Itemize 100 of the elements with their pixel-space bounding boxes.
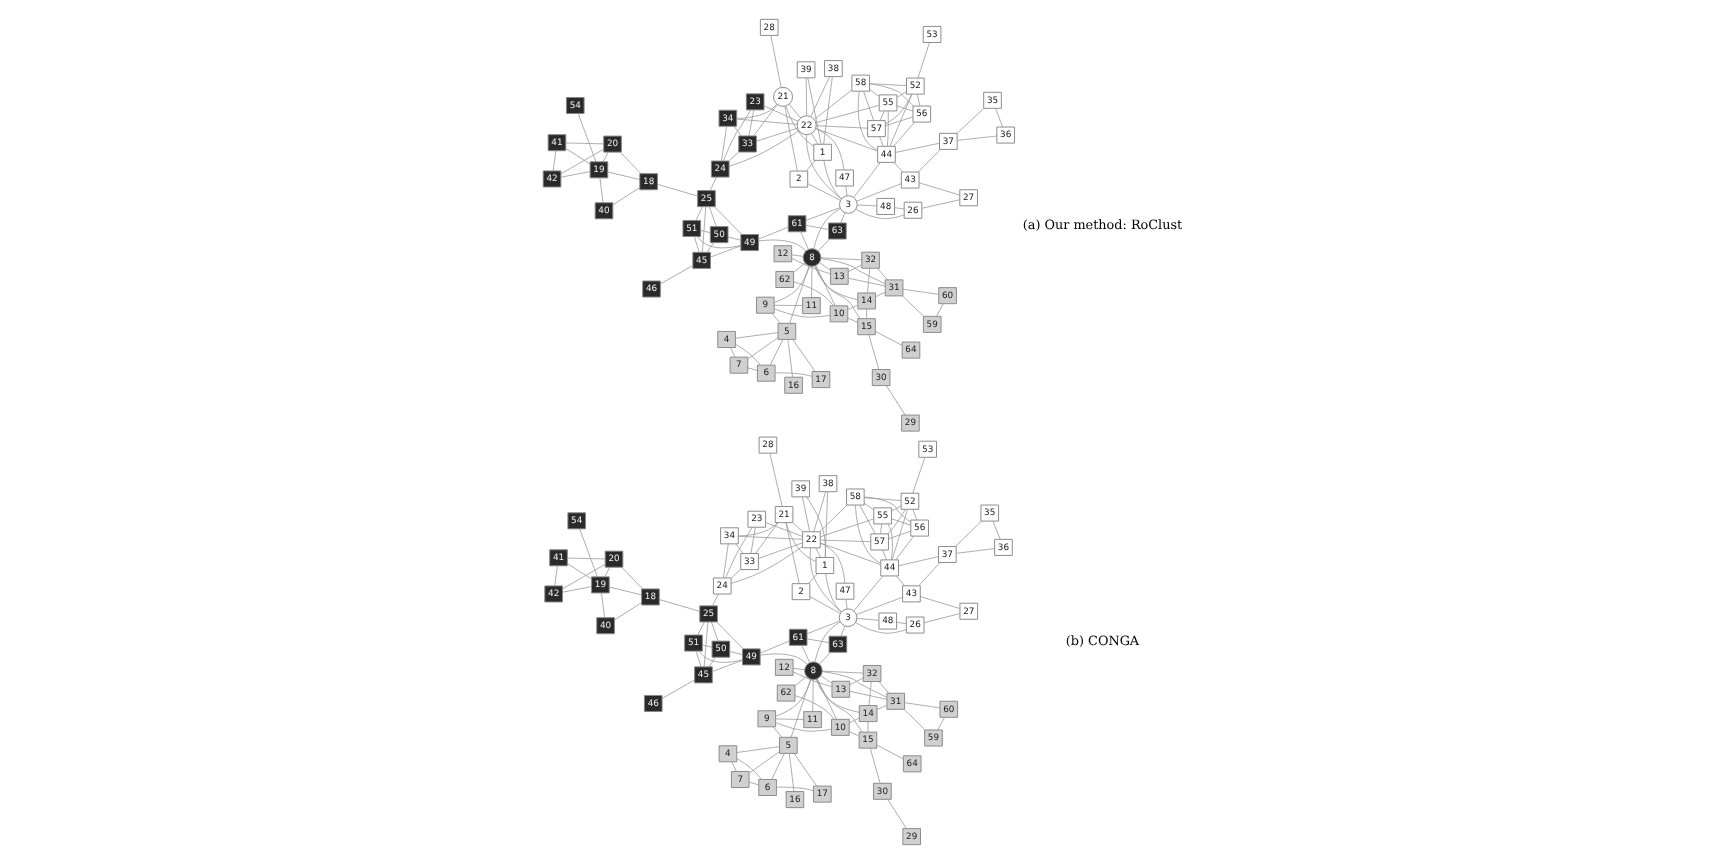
connector [807, 183, 841, 201]
connector [847, 264, 862, 273]
connector [701, 206, 707, 253]
connector [723, 543, 729, 579]
connector [904, 702, 941, 709]
connector [923, 613, 961, 624]
connector [560, 171, 591, 178]
connector [898, 556, 939, 567]
connector [887, 523, 893, 561]
connector [735, 343, 761, 366]
connector [882, 549, 887, 561]
connector [902, 288, 939, 295]
connector [876, 744, 904, 760]
connector [869, 89, 880, 97]
connector [721, 126, 728, 162]
connector [819, 504, 848, 532]
connector [660, 265, 694, 285]
connector [902, 295, 925, 317]
connector [849, 717, 860, 724]
connector [863, 502, 874, 511]
connector [562, 563, 606, 590]
connector [698, 650, 743, 663]
connector [891, 505, 902, 512]
connector [823, 76, 833, 145]
connector [896, 575, 906, 587]
connector [869, 747, 881, 784]
connector [894, 207, 905, 210]
connector [765, 522, 803, 537]
connector [811, 265, 813, 298]
connector [773, 726, 783, 738]
connector [814, 621, 841, 663]
connector [562, 586, 592, 593]
connector [791, 258, 831, 275]
connector [853, 575, 884, 612]
connector [775, 718, 804, 720]
connector [853, 162, 881, 198]
connector [769, 452, 783, 507]
connector [917, 42, 930, 79]
connector [565, 148, 591, 165]
connector [866, 308, 867, 319]
connector [552, 150, 557, 172]
connector [891, 509, 908, 561]
connector [771, 313, 781, 324]
connector [849, 677, 864, 686]
connector [805, 224, 829, 230]
connector [863, 90, 875, 121]
connector [805, 134, 842, 200]
connector [759, 640, 790, 654]
connector [567, 563, 592, 580]
connector [727, 236, 742, 241]
connector [736, 103, 778, 119]
connector [794, 676, 807, 687]
connector [878, 681, 890, 694]
connector [753, 103, 778, 137]
connector [747, 337, 779, 360]
connector [823, 160, 842, 199]
connector [789, 265, 810, 324]
connector [784, 105, 798, 172]
connector [729, 651, 743, 656]
connector [736, 118, 798, 125]
connector [657, 184, 698, 197]
connector [912, 456, 926, 494]
connector [775, 722, 832, 732]
connector [577, 113, 597, 163]
connector [921, 199, 960, 209]
connector [811, 133, 819, 145]
connector [723, 109, 751, 162]
connector [730, 546, 803, 584]
connector [815, 125, 869, 129]
connector [956, 108, 985, 134]
connector [936, 303, 944, 317]
connector [809, 547, 842, 613]
connector [805, 207, 841, 221]
connector [885, 116, 914, 127]
connector [712, 593, 719, 607]
connector [792, 668, 805, 671]
connector [995, 108, 1004, 128]
connector [604, 567, 610, 578]
connector [748, 109, 755, 137]
connector [886, 110, 889, 147]
connector [800, 231, 809, 250]
connector [992, 520, 1001, 540]
connector [859, 504, 876, 535]
connector [706, 242, 714, 253]
connector [788, 753, 795, 792]
connector [957, 135, 998, 141]
connector [863, 497, 902, 501]
connector [695, 651, 702, 668]
connector [710, 245, 742, 258]
connector [845, 598, 848, 610]
connector [840, 212, 846, 224]
connector [579, 528, 598, 578]
connector [816, 678, 837, 720]
connector [815, 265, 836, 307]
connector [802, 496, 811, 532]
connector [840, 625, 846, 637]
connector [658, 599, 701, 612]
connector [887, 509, 906, 535]
connector [876, 704, 887, 710]
connector [820, 542, 846, 584]
